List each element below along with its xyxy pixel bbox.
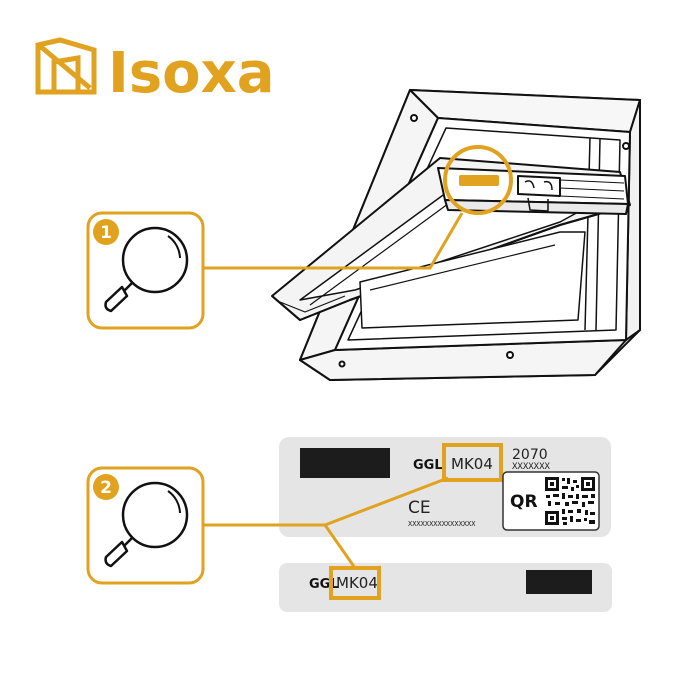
step2-badge: 2 (86, 466, 205, 585)
label-top-ce-mark: CE (408, 498, 431, 518)
step2-leader-lines (203, 476, 449, 569)
brand-logo: Isoxa (35, 37, 275, 106)
house-icon (35, 37, 97, 95)
label-bottom-redaction (526, 570, 592, 594)
label-top-size-highlight (442, 443, 503, 482)
step1-number: 1 (100, 223, 112, 243)
label-bottom-series: GGL (309, 577, 339, 592)
window-label-highlight (443, 145, 513, 215)
brand-name: Isoxa (108, 41, 275, 106)
window-label-circle (443, 145, 513, 215)
step1-badge: 1 (86, 211, 205, 330)
label-top-size-code: MK04 (451, 455, 493, 473)
label-top-qr-label: QR (510, 492, 538, 512)
product-label-bottom: GGL MK04 (279, 563, 612, 612)
label-top-ce-code: XXXXXXXXXXXXXXXX (408, 520, 476, 528)
roof-window-illustration (271, 89, 641, 381)
step1-number-circle (93, 219, 119, 245)
label-top-year: 2070 (512, 447, 548, 463)
magnifier-icon (104, 226, 189, 313)
window-label-mark (459, 175, 499, 186)
step1-leader-line (203, 212, 464, 270)
step2-number: 2 (100, 478, 112, 498)
magnifier-icon (104, 481, 189, 568)
label-top-serial: XXXXXXX (512, 462, 551, 472)
qr-code-icon (544, 476, 596, 526)
step2-number-circle (93, 474, 119, 500)
label-bottom-size-code: MK04 (336, 574, 378, 592)
label-top-series: GGL (413, 458, 443, 473)
label-top-redaction (300, 448, 390, 478)
